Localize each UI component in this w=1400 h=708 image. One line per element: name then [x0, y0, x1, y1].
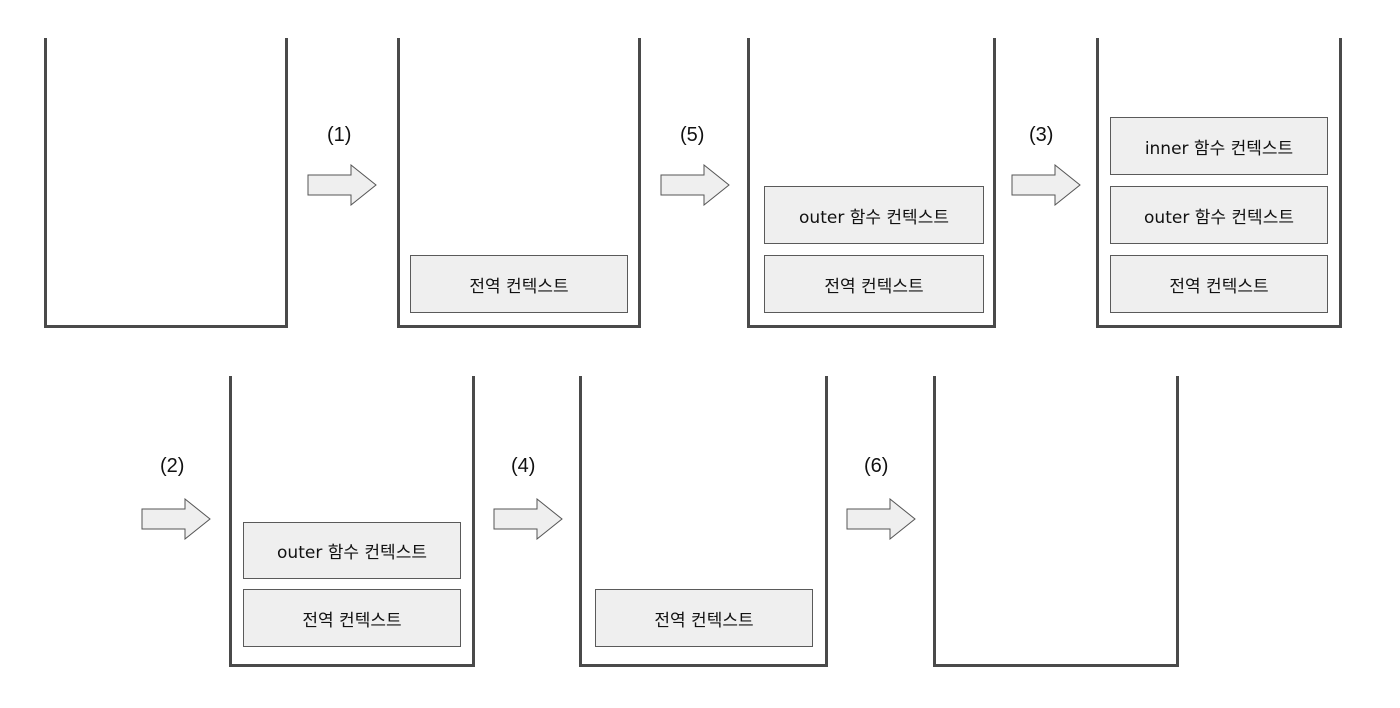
call-stack-7: [933, 376, 1179, 667]
call-stack-2: 전역 컨텍스트: [397, 38, 641, 328]
global-context-frame: 전역 컨텍스트: [1110, 255, 1328, 313]
global-context-frame: 전역 컨텍스트: [410, 255, 628, 313]
arrow-right-icon: [660, 164, 730, 206]
call-stack-6: 전역 컨텍스트: [579, 376, 828, 667]
step-label-3: (3): [1029, 124, 1054, 146]
inner-context-frame: inner 함수 컨텍스트: [1110, 117, 1328, 175]
step-label-1: (1): [327, 124, 352, 146]
global-context-frame: 전역 컨텍스트: [595, 589, 813, 647]
step-label-2: (2): [160, 455, 185, 477]
arrow-right-icon: [1011, 164, 1081, 206]
outer-context-frame: outer 함수 컨텍스트: [243, 522, 461, 579]
arrow-right-icon: [307, 164, 377, 206]
global-context-frame: 전역 컨텍스트: [764, 255, 984, 313]
call-stack-1: [44, 38, 288, 328]
global-context-frame: 전역 컨텍스트: [243, 589, 461, 647]
step-label-6: (6): [864, 455, 889, 477]
arrow-right-icon: [846, 498, 916, 540]
outer-context-frame: outer 함수 컨텍스트: [764, 186, 984, 244]
arrow-right-icon: [493, 498, 563, 540]
call-stack-4: inner 함수 컨텍스트 outer 함수 컨텍스트 전역 컨텍스트: [1096, 38, 1342, 328]
step-label-5: (5): [680, 124, 705, 146]
outer-context-frame: outer 함수 컨텍스트: [1110, 186, 1328, 244]
call-stack-5: outer 함수 컨텍스트 전역 컨텍스트: [229, 376, 475, 667]
arrow-right-icon: [141, 498, 211, 540]
call-stack-3: outer 함수 컨텍스트 전역 컨텍스트: [747, 38, 996, 328]
step-label-4: (4): [511, 455, 536, 477]
